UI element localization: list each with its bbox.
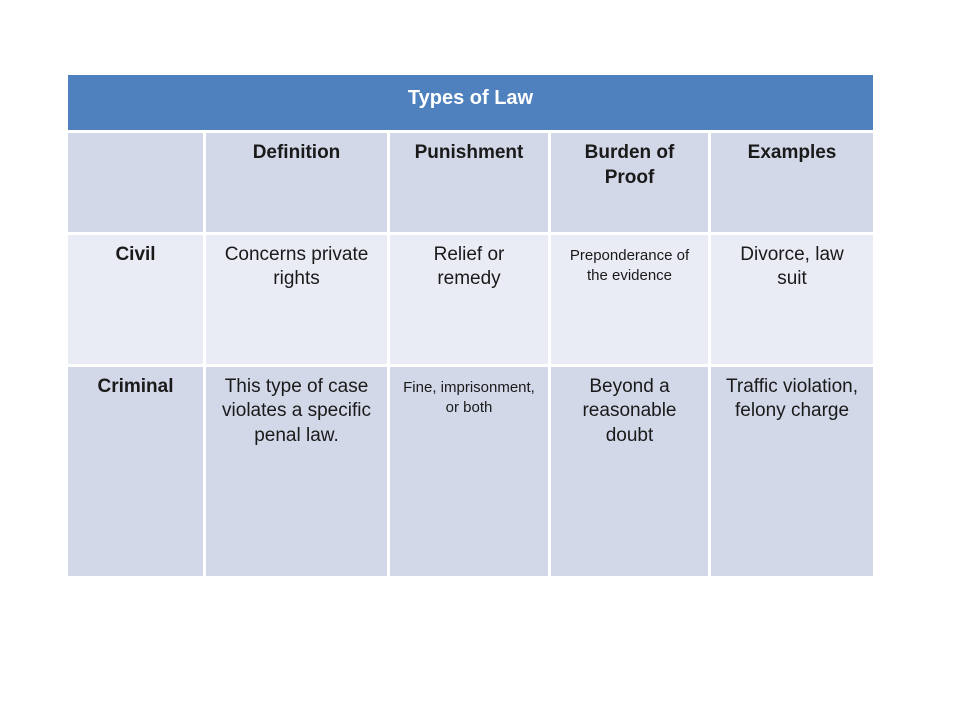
column-header-examples: Examples [707, 130, 877, 235]
cell-civil-punishment: Relief or remedy [387, 232, 551, 367]
cell-criminal-burden-of-proof: Beyond a reasonable doubt [548, 364, 711, 579]
column-header-row: Definition Punishment Burden of Proof Ex… [65, 130, 877, 235]
row-label-criminal: Criminal [65, 364, 206, 579]
cell-civil-definition: Concerns private rights [203, 232, 390, 367]
cell-criminal-definition: This type of case violates a specific pe… [203, 364, 390, 579]
types-of-law-table: Types of Law Definition Punishment Burde… [64, 72, 877, 579]
cell-civil-burden-of-proof: Preponderance of the evidence [548, 232, 711, 367]
table-title-row: Types of Law [64, 72, 877, 133]
cell-criminal-examples: Traffic violation, felony charge [707, 364, 877, 579]
row-label-civil: Civil [65, 232, 206, 367]
cell-criminal-punishment: Fine, imprisonment, or both [387, 364, 551, 579]
cell-civil-examples: Divorce, law suit [707, 232, 877, 367]
column-header-blank [65, 130, 206, 235]
table-title: Types of Law [64, 72, 877, 133]
table-row-criminal: Criminal This type of case violates a sp… [65, 364, 877, 579]
column-header-burden-of-proof: Burden of Proof [548, 130, 711, 235]
column-header-definition: Definition [203, 130, 390, 235]
table-row-civil: Civil Concerns private rights Relief or … [65, 232, 877, 367]
column-header-punishment: Punishment [387, 130, 551, 235]
